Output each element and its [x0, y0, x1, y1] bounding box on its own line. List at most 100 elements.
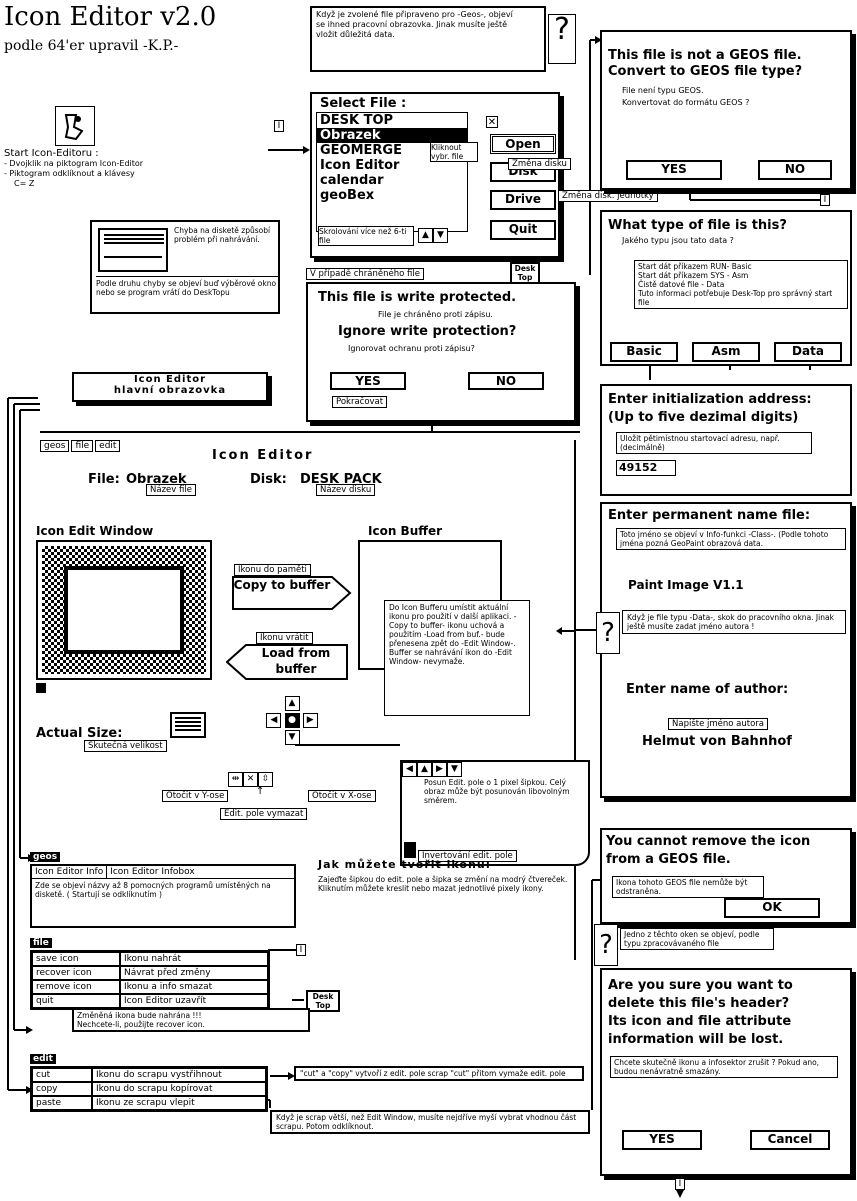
invert-label: Invertování edit. pole	[418, 850, 517, 862]
file-list-item[interactable]: DESK TOP	[320, 113, 394, 128]
file-list[interactable]: DESK TOP Obrazek GEOMERGE Icon Editor ca…	[316, 112, 468, 232]
convert-yes-button[interactable]: YES	[626, 160, 722, 180]
geos-menu-note: Zde se objeví názvy až 8 pomocných progr…	[35, 881, 271, 899]
file-menu-cmd[interactable]: remove icon	[32, 980, 120, 994]
change-disk-label: Změna disku	[508, 158, 571, 170]
file-menu-desc: Návrat před změny	[120, 966, 268, 980]
right-arrow-icon: ▶	[432, 762, 447, 777]
geos-menu-item-infobox: Icon Editor Infobox	[110, 867, 195, 877]
ok-button[interactable]: OK	[724, 898, 820, 918]
edit-menu-cmd[interactable]: cut	[32, 1068, 92, 1082]
write-protect-title: This file is write protected.	[318, 290, 517, 305]
select-file-dialog: Select File : DESK TOP Obrazek GEOMERGE …	[310, 92, 560, 258]
actual-size-preview	[170, 712, 206, 738]
marker-icon: I	[274, 120, 284, 132]
file-list-item[interactable]: calendar	[320, 173, 384, 188]
file-label: File:	[88, 472, 120, 487]
file-list-item[interactable]: geoBex	[320, 188, 375, 203]
flip-horizontal-icon[interactable]: ⇹	[228, 772, 243, 787]
disk-label: Disk:	[250, 472, 287, 487]
menu-geos[interactable]: geos	[40, 440, 70, 452]
load-from-buffer-button[interactable]: Load from buffer	[226, 644, 348, 680]
icon-editor-icon[interactable]	[55, 106, 95, 146]
menu-file[interactable]: file	[71, 440, 94, 452]
file-list-item[interactable]: GEOMERGE	[320, 143, 402, 158]
file-menu-desc: Ikonu nahrát	[120, 952, 268, 966]
down-arrow-icon: ▼	[447, 762, 462, 777]
geos-menu-panel: Icon Editor Info Icon Editor Infobox Zde…	[30, 864, 296, 928]
quit-button[interactable]: Quit	[490, 220, 556, 240]
file-list-item[interactable]: Icon Editor	[320, 158, 400, 173]
move-note-panel: ◀▲▶▼ Posun Edit. pole o 1 pixel šipkou. …	[400, 760, 590, 866]
file-list-item-selected[interactable]: Obrazek	[317, 128, 467, 143]
perm-name-input[interactable]: Paint Image V1.1	[628, 578, 744, 592]
move-up-icon[interactable]: ▲	[284, 696, 300, 711]
delete-yes-button[interactable]: YES	[622, 1130, 702, 1150]
invert-icon[interactable]: ●	[284, 713, 300, 728]
file-menu-cmd[interactable]: recover icon	[32, 966, 120, 980]
icon-edit-window[interactable]	[36, 540, 212, 680]
author-input[interactable]: Helmut von Bahnhof	[642, 734, 792, 749]
copy-tag: Ikonu do paměti	[234, 564, 311, 576]
main-screen-line1: Icon Editor	[133, 374, 207, 385]
scroll-down-arrow-icon[interactable]: ▼	[433, 228, 448, 243]
file-type-line3: Čistě datové file - Data	[638, 280, 725, 289]
asm-button[interactable]: Asm	[692, 342, 760, 362]
file-menu-note: Změněná ikona bude nahrána !!! Nechcete-…	[72, 1008, 310, 1032]
how-draw-text: Zajeďte šipkou do edit. pole a šipka se …	[318, 875, 568, 893]
file-menu-cmd[interactable]: save icon	[32, 952, 120, 966]
file-type-line2: Start dát příkazem SYS - Asm	[638, 271, 749, 280]
move-down-icon[interactable]: ▼	[284, 730, 300, 745]
convert-no-button[interactable]: NO	[758, 160, 832, 180]
init-address-input[interactable]: 49152	[616, 460, 676, 476]
file-menu-cmd[interactable]: quit	[32, 994, 120, 1008]
edit-menu-cmd[interactable]: paste	[32, 1096, 92, 1110]
move-left-icon[interactable]: ◀	[266, 713, 282, 728]
move-note-text: Posun Edit. pole o 1 pixel šipkou. Celý …	[424, 778, 570, 805]
basic-button[interactable]: Basic	[610, 342, 678, 362]
delete-cancel-button[interactable]: Cancel	[750, 1130, 830, 1150]
start-title: Start Icon-Editoru :	[4, 148, 99, 159]
start-line3: C= Z	[14, 179, 35, 188]
permanent-name-dialog: Enter permanent name file: Toto jméno se…	[600, 502, 852, 798]
edit-paste-note: Když je scrap větší, než Edit Window, mu…	[270, 1110, 590, 1134]
cannot-remove-dialog: You cannot remove the icon from a GEOS f…	[600, 828, 852, 924]
how-to-draw: Jak můžete tvořit ikonu: Zajeďte šipkou …	[318, 858, 574, 918]
load-tag: Ikonu vrátit	[256, 632, 313, 644]
invert-small-icon	[404, 842, 416, 858]
question-mark-icon: ?	[596, 612, 620, 654]
flip-y-label: Otočit v Y-ose	[162, 790, 229, 802]
file-menu-tag: file	[30, 938, 52, 948]
cannot-remove-note: Ikona tohoto GEOS file nemůže být odstra…	[612, 876, 764, 898]
open-button[interactable]: Open	[490, 134, 556, 154]
marker-icon: I	[675, 1178, 685, 1190]
flip-x-label: Otočit v X-ose	[308, 790, 376, 802]
clear-x-icon[interactable]: ✕	[243, 772, 258, 787]
flip-vertical-icon[interactable]: ⇳	[258, 772, 273, 787]
scroll-up-arrow-icon[interactable]: ▲	[418, 228, 433, 243]
file-type-sub: Jakého typu jsou tato data ?	[622, 236, 734, 245]
write-protect-yes-button[interactable]: YES	[330, 372, 406, 390]
drive-button[interactable]: Drive	[490, 190, 556, 210]
file-value: Obrazek	[126, 472, 187, 487]
marker-icon: I	[820, 194, 830, 206]
geos-menu-tag: geos	[30, 852, 61, 862]
init-title1: Enter initialization address:	[608, 392, 812, 407]
close-icon[interactable]: ✕	[486, 116, 498, 128]
move-right-icon[interactable]: ▶	[302, 713, 318, 728]
menu-edit[interactable]: edit	[95, 440, 121, 452]
disk-name-tag: Název disku	[316, 484, 376, 496]
copy-to-buffer-button[interactable]: Copy to buffer	[232, 576, 352, 610]
write-protect-no-button[interactable]: NO	[468, 372, 544, 390]
geos-menu-item-info[interactable]: Icon Editor Info	[32, 866, 108, 878]
edit-menu-cmd[interactable]: copy	[32, 1082, 92, 1096]
data-button[interactable]: Data	[774, 342, 842, 362]
